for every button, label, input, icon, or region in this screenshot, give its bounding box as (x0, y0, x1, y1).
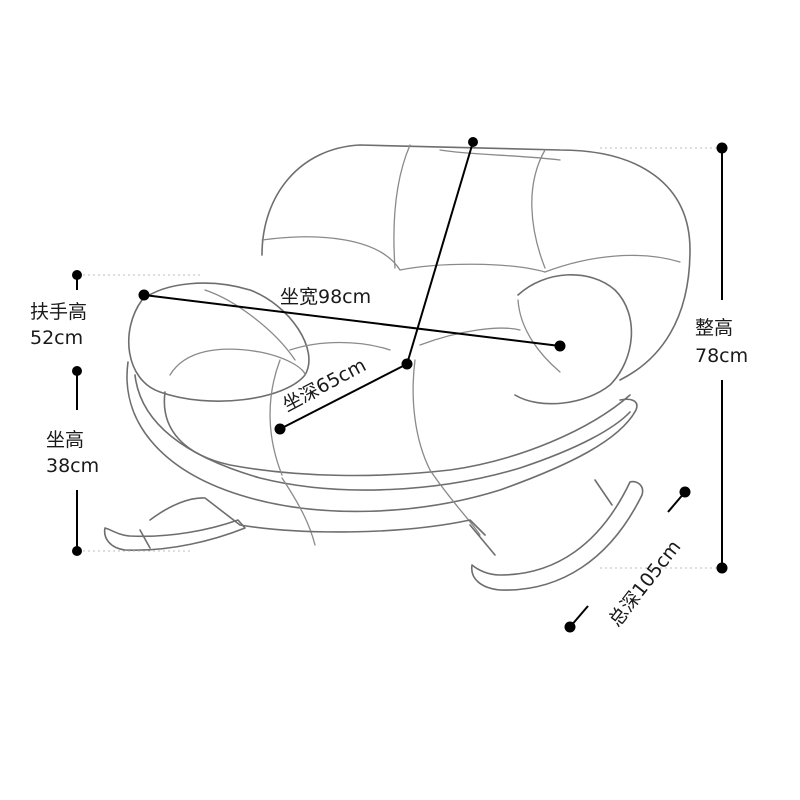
total-height-value: 78cm (695, 345, 748, 367)
seat-width-dimension: 坐宽98cm (138, 286, 566, 352)
seat-width-label: 坐宽98cm (280, 286, 371, 308)
dimension-dot (72, 546, 82, 556)
backrest-seam (544, 254, 681, 273)
dimension-dot (72, 270, 82, 280)
backrest-seam (439, 149, 561, 161)
armrest-seam (517, 299, 561, 373)
seat-seam (269, 359, 283, 476)
right-armrest (514, 273, 633, 405)
seat-height-value: 38cm (46, 455, 99, 477)
total-depth-label: 总深105cm (605, 536, 686, 631)
armrest-seam (169, 348, 306, 376)
seat-cushion (163, 391, 631, 477)
armrest-height-name: 扶手高 (30, 301, 87, 323)
armrest-seam (204, 289, 296, 361)
chair-shell-inner (134, 374, 631, 491)
dimension-line (143, 294, 561, 347)
left-rocker (103, 519, 246, 552)
total-height-dimension: 整高 78cm (695, 142, 748, 574)
backrest-seam (399, 263, 546, 273)
total-depth-dimension: 总深105cm (564, 486, 691, 633)
rocker-bracket (139, 529, 151, 549)
backrest-seam (531, 149, 546, 269)
total-height-name: 整高 (695, 317, 733, 339)
frame-rod (149, 497, 486, 536)
backrest-outline (261, 144, 691, 381)
dimension-dot (401, 358, 413, 370)
backrest-seam (261, 236, 401, 271)
seat-seam (429, 469, 481, 536)
dimension-dot (274, 423, 286, 435)
dimension-dot (564, 621, 576, 633)
dimension-line (406, 141, 474, 365)
backrest-seam (393, 144, 411, 269)
dimension-dot (72, 366, 82, 376)
seat-height-name: 坐高 (46, 429, 84, 451)
seat-seam (281, 477, 316, 546)
dimension-dot (679, 486, 691, 498)
chair-drawing (103, 144, 691, 591)
frame-rod (594, 479, 613, 506)
dimension-dot (716, 142, 728, 154)
chair-shell (126, 361, 638, 513)
dimension-dot (138, 289, 150, 301)
armrest-height-value: 52cm (30, 327, 83, 349)
seat-seam (289, 341, 391, 351)
right-rocker (471, 480, 644, 591)
seat-seam (419, 327, 521, 346)
seat-seam (412, 359, 431, 471)
frame-rod (469, 524, 496, 556)
dimension-dot (468, 137, 478, 147)
dimension-dot (716, 562, 728, 574)
armrest-seat-height-dimension: 扶手高 52cm 坐高 38cm (30, 270, 99, 556)
dimension-dot (554, 340, 566, 352)
dimension-line (279, 363, 408, 430)
extension-guides (78, 147, 722, 569)
